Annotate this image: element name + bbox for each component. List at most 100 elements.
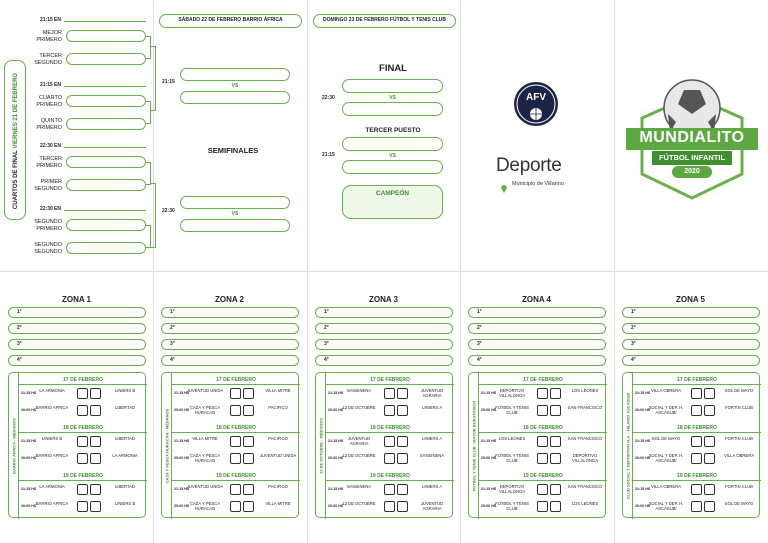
qf-3-team1-field[interactable] xyxy=(66,156,146,168)
match-score-home-box[interactable] xyxy=(691,484,702,495)
match-score-home-box[interactable] xyxy=(384,405,395,416)
match-score-home-box[interactable] xyxy=(77,405,88,416)
match-score-home-box[interactable] xyxy=(691,436,702,447)
match-score-away-box[interactable] xyxy=(704,501,715,512)
match-score-away-box[interactable] xyxy=(550,436,561,447)
match-score-home-box[interactable] xyxy=(384,388,395,399)
match-score-away-box[interactable] xyxy=(704,405,715,416)
zone-1-position-4[interactable]: 4° xyxy=(8,355,146,366)
zone-2-position-4[interactable]: 4° xyxy=(161,355,299,366)
match-score-home-box[interactable] xyxy=(384,501,395,512)
match-score-away-box[interactable] xyxy=(397,484,408,495)
match-score-home-box[interactable] xyxy=(691,453,702,464)
match-score-away-box[interactable] xyxy=(704,388,715,399)
match-score-away-box[interactable] xyxy=(704,436,715,447)
qf-1-team1-field[interactable] xyxy=(66,30,146,42)
match-score-away-box[interactable] xyxy=(243,388,254,399)
match-score-home-box[interactable] xyxy=(384,484,395,495)
match-score-home-box[interactable] xyxy=(77,436,88,447)
zone-3-position-4[interactable]: 4° xyxy=(315,355,453,366)
semifinal-1-team1-field[interactable] xyxy=(180,68,290,81)
match-score-away-box[interactable] xyxy=(704,453,715,464)
zone-4-position-3[interactable]: 3° xyxy=(468,339,606,350)
match-score-home-box[interactable] xyxy=(537,501,548,512)
match-score-home-box[interactable] xyxy=(230,484,241,495)
match-score-away-box[interactable] xyxy=(397,501,408,512)
qf-4-team1-field[interactable] xyxy=(66,219,146,231)
match-score-away-box[interactable] xyxy=(90,436,101,447)
match-score-home-box[interactable] xyxy=(691,388,702,399)
match-score-away-box[interactable] xyxy=(90,501,101,512)
match-score-away-box[interactable] xyxy=(243,453,254,464)
match-score-away-box[interactable] xyxy=(550,388,561,399)
match-score-home-box[interactable] xyxy=(537,388,548,399)
zone-5-position-2[interactable]: 2° xyxy=(622,323,760,334)
match-score-away-box[interactable] xyxy=(397,405,408,416)
final-team2-field[interactable] xyxy=(342,102,443,116)
zone-3-position-2[interactable]: 2° xyxy=(315,323,453,334)
match-score-away-box[interactable] xyxy=(243,501,254,512)
zone-1-position-3[interactable]: 3° xyxy=(8,339,146,350)
zone-2-position-2[interactable]: 2° xyxy=(161,323,299,334)
match-score-home-box[interactable] xyxy=(537,436,548,447)
match-score-away-box[interactable] xyxy=(704,484,715,495)
match-score-home-box[interactable] xyxy=(77,388,88,399)
match-score-away-box[interactable] xyxy=(397,453,408,464)
match-score-away-box[interactable] xyxy=(397,388,408,399)
zone-3-position-1[interactable]: 1° xyxy=(315,307,453,318)
match-score-away-box[interactable] xyxy=(90,405,101,416)
match-score-away-box[interactable] xyxy=(90,484,101,495)
final-team1-field[interactable] xyxy=(342,79,443,93)
third-place-team1-field[interactable] xyxy=(342,137,443,151)
match-score-home-box[interactable] xyxy=(77,501,88,512)
qf-3-venue-line[interactable] xyxy=(64,147,146,148)
zone-2-position-3[interactable]: 3° xyxy=(161,339,299,350)
zone-5-position-4[interactable]: 4° xyxy=(622,355,760,366)
zone-2-position-1[interactable]: 1° xyxy=(161,307,299,318)
match-score-home-box[interactable] xyxy=(230,501,241,512)
match-score-home-box[interactable] xyxy=(537,453,548,464)
match-score-home-box[interactable] xyxy=(230,405,241,416)
match-score-home-box[interactable] xyxy=(691,405,702,416)
match-score-away-box[interactable] xyxy=(550,484,561,495)
zone-4-position-2[interactable]: 2° xyxy=(468,323,606,334)
match-score-away-box[interactable] xyxy=(243,484,254,495)
semifinal-2-team2-field[interactable] xyxy=(180,219,290,232)
semifinal-1-team2-field[interactable] xyxy=(180,91,290,104)
semifinal-2-team1-field[interactable] xyxy=(180,196,290,209)
match-score-home-box[interactable] xyxy=(537,405,548,416)
qf-1-venue-line[interactable] xyxy=(64,21,146,22)
match-score-home-box[interactable] xyxy=(384,436,395,447)
match-score-away-box[interactable] xyxy=(90,453,101,464)
zone-1-position-1[interactable]: 1° xyxy=(8,307,146,318)
match-score-home-box[interactable] xyxy=(77,484,88,495)
zone-5-position-3[interactable]: 3° xyxy=(622,339,760,350)
qf-3-team2-field[interactable] xyxy=(66,179,146,191)
match-score-home-box[interactable] xyxy=(691,501,702,512)
match-score-home-box[interactable] xyxy=(537,484,548,495)
zone-4-position-4[interactable]: 4° xyxy=(468,355,606,366)
qf-1-team2-field[interactable] xyxy=(66,53,146,65)
third-place-team2-field[interactable] xyxy=(342,160,443,174)
match-score-home-box[interactable] xyxy=(230,453,241,464)
zone-5-position-1[interactable]: 1° xyxy=(622,307,760,318)
match-score-away-box[interactable] xyxy=(397,436,408,447)
zone-4-position-1[interactable]: 1° xyxy=(468,307,606,318)
match-score-home-box[interactable] xyxy=(230,436,241,447)
match-score-away-box[interactable] xyxy=(90,388,101,399)
match-score-away-box[interactable] xyxy=(550,501,561,512)
qf-2-team2-field[interactable] xyxy=(66,118,146,130)
match-score-home-box[interactable] xyxy=(384,453,395,464)
match-score-away-box[interactable] xyxy=(550,405,561,416)
match-score-home-box[interactable] xyxy=(230,388,241,399)
match-score-home-box[interactable] xyxy=(77,453,88,464)
champion-box[interactable]: CAMPEÓN xyxy=(342,185,443,219)
zone-3-position-3[interactable]: 3° xyxy=(315,339,453,350)
qf-2-team1-field[interactable] xyxy=(66,95,146,107)
qf-4-venue-line[interactable] xyxy=(64,210,146,211)
qf-4-team2-field[interactable] xyxy=(66,242,146,254)
qf-2-venue-line[interactable] xyxy=(64,86,146,87)
match-score-away-box[interactable] xyxy=(243,436,254,447)
zone-1-position-2[interactable]: 2° xyxy=(8,323,146,334)
match-score-away-box[interactable] xyxy=(550,453,561,464)
